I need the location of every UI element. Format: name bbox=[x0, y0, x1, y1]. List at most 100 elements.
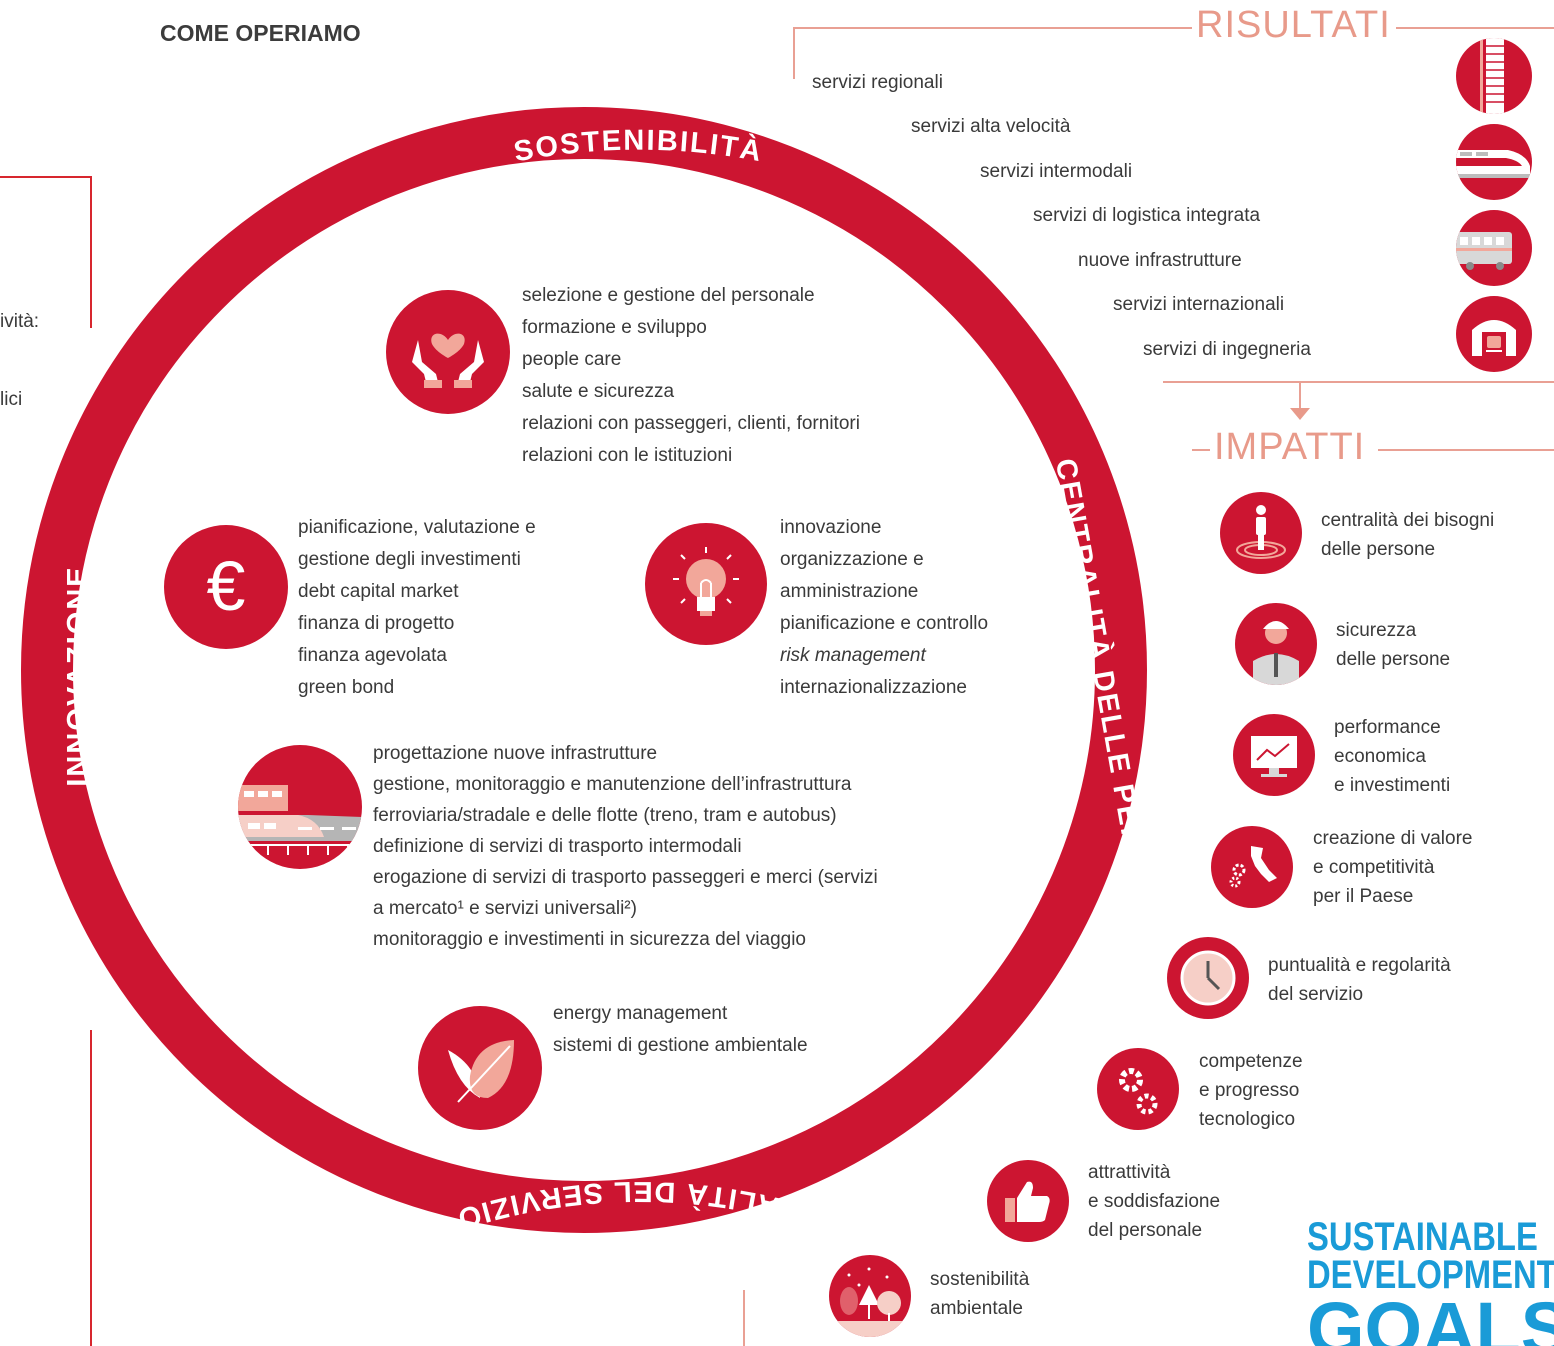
list-item: organizzazione e bbox=[780, 549, 924, 570]
bus-icon bbox=[1456, 210, 1532, 286]
impact-label: ambientale bbox=[930, 1298, 1023, 1319]
impact-item-safety: sicurezza delle persone bbox=[1336, 616, 1450, 674]
impact-label: per il Paese bbox=[1313, 886, 1414, 907]
result-item: servizi di ingegneria bbox=[1143, 339, 1311, 360]
list-item: monitoraggio e investimenti in sicurezza… bbox=[373, 929, 807, 950]
list-item: innovazione bbox=[780, 517, 882, 538]
impact-label: economica bbox=[1334, 746, 1426, 767]
impact-item-punctuality: puntualità e regolarità del servizio bbox=[1268, 951, 1451, 1009]
left-bracket-top bbox=[0, 176, 92, 178]
list-item: formazione e sviluppo bbox=[522, 317, 707, 338]
result-item: nuove infrastrutture bbox=[1078, 250, 1242, 271]
lightbulb-icon bbox=[645, 523, 767, 645]
left-partial-text-1: ività: bbox=[0, 311, 40, 332]
list-item: gestione degli investimenti bbox=[298, 549, 521, 570]
infrastructure-list: progettazione nuove infrastrutture gesti… bbox=[373, 738, 878, 955]
list-item: finanza agevolata bbox=[298, 645, 447, 666]
result-item: servizi alta velocità bbox=[911, 116, 1071, 137]
list-item: finanza di progetto bbox=[298, 613, 455, 634]
left-partial-text-2: lici bbox=[0, 389, 23, 410]
list-item: pianificazione e controllo bbox=[780, 613, 989, 634]
impatti-title: IMPATTI bbox=[1210, 426, 1370, 469]
sdg-logo: SUSTAINABLE DEVELOPMENT GOALS bbox=[1307, 1218, 1554, 1346]
list-item: a mercato¹ e servizi universali²) bbox=[373, 898, 637, 919]
impact-item-people-needs: centralità dei bisogni delle persone bbox=[1321, 506, 1494, 564]
impact-label: e soddisfazione bbox=[1088, 1191, 1221, 1212]
impact-item-environment: sostenibilità ambientale bbox=[930, 1265, 1029, 1323]
risultati-title: RISULTATI bbox=[1192, 4, 1395, 47]
list-item: ferroviaria/stradale e delle flotte (tre… bbox=[373, 805, 837, 826]
gears-icon bbox=[1097, 1048, 1179, 1130]
list-item: people care bbox=[522, 349, 622, 370]
impact-label: e investimenti bbox=[1334, 775, 1451, 796]
impact-label: e competitività bbox=[1313, 857, 1435, 878]
result-item: servizi regionali bbox=[812, 72, 943, 93]
list-item: gestione, monitoraggio e manutenzione de… bbox=[373, 774, 852, 795]
high-speed-train-icon bbox=[1456, 124, 1532, 200]
impatti-bottom-line bbox=[743, 1290, 745, 1346]
list-item: risk management bbox=[780, 645, 926, 666]
result-item: servizi internazionali bbox=[1113, 294, 1285, 315]
hands-heart-icon bbox=[386, 290, 510, 414]
impact-item-attractiveness: attrattività e soddisfazione del persona… bbox=[1088, 1158, 1220, 1245]
list-item: relazioni con passeggeri, clienti, forni… bbox=[522, 413, 860, 434]
person-target-icon bbox=[1220, 492, 1302, 574]
list-item: selezione e gestione del personale bbox=[522, 285, 815, 306]
impact-label: performance bbox=[1334, 717, 1441, 738]
list-item: erogazione di servizi di trasporto passe… bbox=[373, 867, 878, 888]
arrow-down-icon bbox=[1290, 408, 1310, 420]
list-item: progettazione nuove infrastrutture bbox=[373, 743, 658, 764]
list-item: salute e sicurezza bbox=[522, 381, 675, 402]
impact-label: delle persone bbox=[1321, 539, 1436, 560]
impact-item-performance: performance economica e investimenti bbox=[1334, 713, 1450, 800]
arrow-shaft bbox=[1299, 381, 1301, 411]
risultati-line-left-vertical bbox=[793, 27, 795, 79]
impact-label: centralità dei bisogni bbox=[1321, 510, 1495, 531]
sdg-logo-line-1: SUSTAINABLE bbox=[1307, 1218, 1538, 1259]
station-icon bbox=[1456, 296, 1532, 372]
list-item: green bond bbox=[298, 677, 395, 698]
finance-list: pianificazione, valutazione e gestione d… bbox=[298, 512, 536, 704]
impact-label: attrattività bbox=[1088, 1162, 1171, 1183]
chart-monitor-icon bbox=[1233, 714, 1315, 796]
impact-label: puntualità e regolarità bbox=[1268, 955, 1451, 976]
result-item: servizi intermodali bbox=[980, 161, 1133, 182]
train-road-icon bbox=[238, 745, 362, 869]
page-title: COME OPERIAMO bbox=[160, 20, 361, 46]
innovation-list: innovazione organizzazione e amministraz… bbox=[780, 512, 988, 704]
impatti-line-right bbox=[1378, 449, 1554, 451]
euro-symbol: € bbox=[206, 547, 246, 625]
euro-icon: € bbox=[164, 525, 288, 649]
list-item: debt capital market bbox=[298, 581, 459, 602]
impact-label: tecnologico bbox=[1199, 1109, 1296, 1130]
list-item: relazioni con le istituzioni bbox=[522, 445, 733, 466]
impact-label: e progresso bbox=[1199, 1080, 1300, 1101]
risultati-line-right bbox=[1396, 27, 1554, 29]
list-item: internazionalizzazione bbox=[780, 677, 967, 698]
risultati-bottom-line bbox=[1163, 381, 1554, 383]
impact-label: sicurezza bbox=[1336, 620, 1417, 641]
left-bracket-lower bbox=[90, 1030, 92, 1346]
leaf-icon bbox=[418, 1006, 542, 1130]
trees-icon bbox=[829, 1255, 911, 1337]
left-bracket-right bbox=[90, 176, 92, 328]
list-item: sistemi di gestione ambientale bbox=[553, 1035, 808, 1056]
impatti-line-left bbox=[1192, 449, 1214, 451]
list-item: amministrazione bbox=[780, 581, 919, 602]
result-item: servizi di logistica integrata bbox=[1033, 205, 1261, 226]
list-item: energy management bbox=[553, 1003, 728, 1024]
impact-item-value-creation: creazione di valore e competitività per … bbox=[1313, 824, 1472, 911]
impact-item-skills: competenze e progresso tecnologico bbox=[1199, 1047, 1303, 1134]
impact-label: del personale bbox=[1088, 1220, 1203, 1241]
sdg-logo-line-3: GOALS bbox=[1307, 1287, 1554, 1346]
ring-label-left: INNOVAZIONE bbox=[62, 565, 94, 786]
italy-gears-icon bbox=[1211, 826, 1293, 908]
people-list: selezione e gestione del personale forma… bbox=[522, 280, 860, 472]
worker-helmet-icon bbox=[1235, 603, 1317, 685]
thumbs-up-icon bbox=[987, 1160, 1069, 1242]
rail-track-icon bbox=[1456, 38, 1532, 114]
impact-label: sostenibilità bbox=[930, 1269, 1030, 1290]
impact-label: competenze bbox=[1199, 1051, 1303, 1072]
risultati-line-left bbox=[793, 27, 1193, 29]
sdg-logo-line-2: DEVELOPMENT bbox=[1307, 1253, 1554, 1297]
